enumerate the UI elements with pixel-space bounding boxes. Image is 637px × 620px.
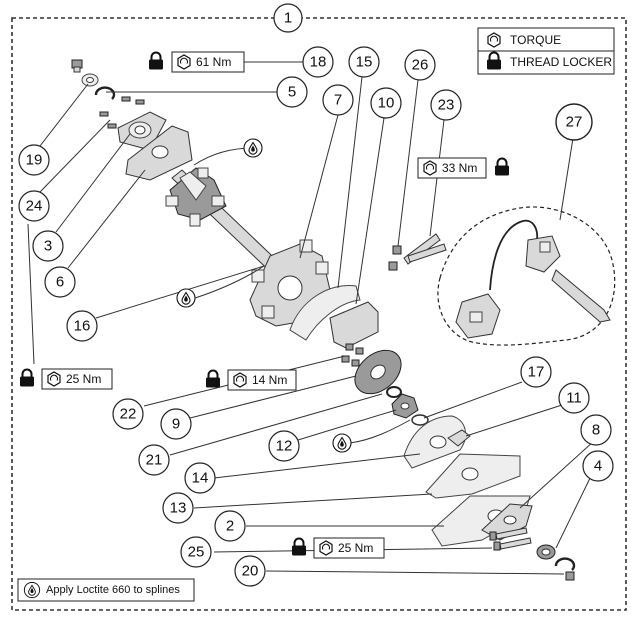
circlip-20	[554, 557, 576, 581]
callout-12: 12	[268, 430, 300, 462]
padlock-icon	[19, 368, 35, 388]
circlip-5	[94, 86, 116, 100]
callout-10: 10	[370, 87, 402, 119]
loctite-drop-icon	[23, 581, 41, 599]
svg-text:6: 6	[56, 274, 64, 291]
callout-26: 26	[404, 49, 436, 81]
callout-20: 20	[234, 555, 266, 587]
svg-text:25 Nm: 25 Nm	[338, 541, 373, 555]
svg-text:27: 27	[566, 114, 583, 131]
bolts-25	[489, 527, 532, 551]
svg-text:8: 8	[592, 422, 600, 439]
svg-text:14: 14	[192, 470, 209, 487]
svg-text:7: 7	[334, 92, 342, 109]
svg-text:20: 20	[242, 563, 259, 580]
callout-3: 3	[32, 230, 64, 262]
callout-23: 23	[430, 89, 462, 121]
torque-tag-19: 25 Nm	[19, 368, 113, 390]
callout-18: 18	[302, 46, 334, 78]
svg-text:13: 13	[170, 500, 187, 517]
callout-11: 11	[558, 382, 590, 414]
svg-text:15: 15	[356, 54, 373, 71]
bolts-23-26	[388, 233, 447, 271]
svg-text:1: 1	[284, 10, 292, 27]
svg-text:26: 26	[412, 57, 429, 74]
svg-text:23: 23	[438, 97, 455, 114]
padlock-icon	[291, 537, 307, 557]
legend: TORQUE THREAD LOCKER	[477, 27, 615, 75]
callout-2: 2	[214, 510, 246, 542]
svg-text:21: 21	[146, 452, 163, 469]
svg-text:2: 2	[226, 518, 234, 535]
torque-tag-22: 14 Nm	[205, 369, 297, 391]
padlock-icon	[494, 157, 510, 177]
torque-tag-18: 61 Nm	[148, 51, 245, 73]
callout-19: 19	[18, 144, 50, 176]
legend-torque-label: TORQUE	[510, 33, 561, 47]
spacer-11	[447, 429, 471, 447]
assembly-number-callout: 1	[273, 3, 303, 33]
washer-19	[81, 73, 99, 87]
torque-tag-25: 25 Nm	[291, 537, 385, 559]
loctite-note-text: Apply Loctite 660 to splines	[46, 584, 180, 596]
callout-13: 13	[162, 492, 194, 524]
svg-text:3: 3	[44, 238, 52, 255]
svg-text:25 Nm: 25 Nm	[66, 372, 101, 386]
svg-text:10: 10	[378, 95, 395, 112]
svg-text:25: 25	[188, 544, 205, 561]
callout-6: 6	[44, 266, 76, 298]
callout-14: 14	[184, 462, 216, 494]
loctite-drop-icon	[243, 138, 263, 158]
svg-text:16: 16	[74, 318, 91, 335]
bearing-4	[536, 544, 556, 560]
plate-13	[425, 453, 521, 499]
housing-plate-6	[125, 125, 193, 181]
callout-5: 5	[276, 76, 308, 108]
callout-7: 7	[322, 84, 354, 116]
nuts-22	[341, 343, 364, 367]
callout-15: 15	[348, 46, 380, 78]
callout-8: 8	[580, 414, 612, 446]
svg-text:11: 11	[566, 390, 582, 407]
bracket-10	[329, 301, 379, 349]
o-ring-17	[411, 414, 429, 426]
svg-text:61 Nm: 61 Nm	[196, 55, 231, 69]
svg-text:5: 5	[288, 84, 296, 101]
bolt-18	[71, 59, 83, 73]
callout-9: 9	[160, 408, 192, 440]
hub-21	[386, 386, 402, 398]
screws	[99, 96, 145, 129]
svg-text:24: 24	[26, 198, 43, 215]
svg-text:9: 9	[172, 416, 180, 433]
loctite-note: Apply Loctite 660 to splines	[17, 578, 195, 602]
svg-text:17: 17	[528, 364, 545, 381]
brake-disc-9	[354, 349, 402, 395]
callout-4: 4	[582, 450, 614, 482]
loctite-drop-icon	[176, 288, 196, 308]
torque-tag-23: 33 Nm	[417, 157, 510, 179]
splined-hub-12	[391, 393, 419, 419]
padlock-icon	[148, 51, 164, 71]
svg-text:33 Nm: 33 Nm	[442, 161, 477, 175]
svg-text:18: 18	[310, 54, 327, 71]
svg-text:22: 22	[120, 406, 137, 423]
svg-text:14 Nm: 14 Nm	[252, 373, 287, 387]
legend-thread-locker-label: THREAD LOCKER	[510, 55, 612, 69]
callout-25: 25	[180, 536, 212, 568]
loctite-drop-icon	[332, 433, 352, 453]
callout-21: 21	[138, 444, 170, 476]
cover-14	[403, 415, 467, 469]
callout-22: 22	[112, 398, 144, 430]
diagram-frame	[11, 17, 627, 611]
callout-16: 16	[66, 310, 98, 342]
callout-17: 17	[520, 356, 552, 388]
callout-27: 27	[555, 103, 593, 141]
svg-text:12: 12	[276, 438, 293, 455]
padlock-icon	[205, 369, 221, 389]
callout-24: 24	[18, 190, 50, 222]
svg-text:19: 19	[26, 152, 43, 169]
svg-text:4: 4	[594, 458, 602, 475]
brake-assembly-27	[437, 206, 616, 346]
